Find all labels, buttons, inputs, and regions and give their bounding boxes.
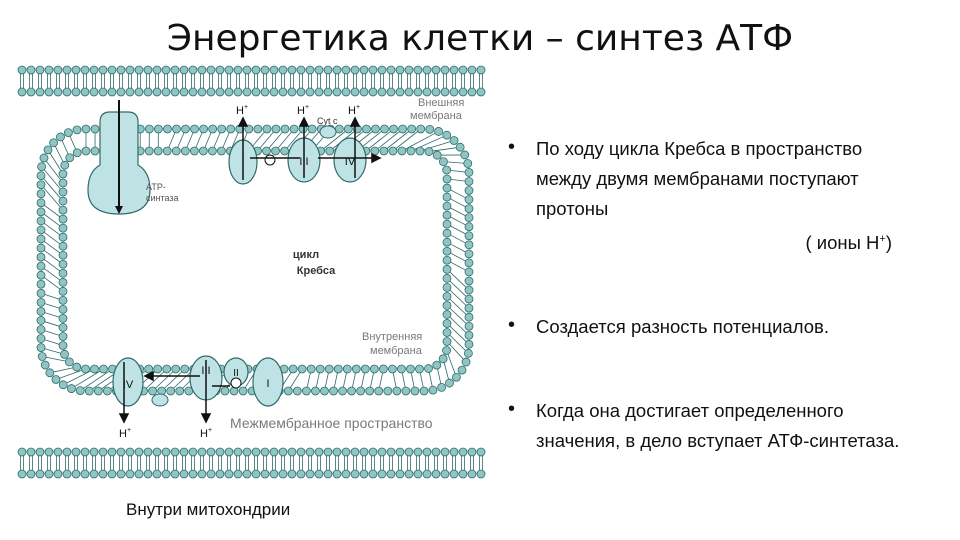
cyt-c-label: Cyt c (317, 116, 338, 126)
caption: Внутри митохондрии (126, 500, 291, 519)
bullet-dot: • (508, 314, 516, 336)
intermembrane-label: Межмембранное пространство (230, 415, 433, 431)
inner-membrane (36, 124, 474, 396)
inner-membrane-label-1: Внутренняя (362, 331, 422, 343)
atp-synthase-label-1: ATP- (146, 182, 166, 192)
proton-arrows-top (237, 116, 382, 180)
bullet-item-1: • По ходу цикла Кребса в пространство ме… (508, 134, 916, 258)
atp-synthase (87, 100, 151, 215)
cyt-c-top (319, 125, 337, 139)
proton-bottom-1: H+ (119, 427, 131, 440)
proton-top-3: H+ (348, 104, 360, 117)
krebs-label-2: Кребса (297, 265, 336, 277)
krebs-label-1: цикл (293, 249, 319, 261)
slide-title: Энергетика клетки – синтез АТФ (166, 18, 794, 59)
proton-top-1: H+ (236, 104, 248, 117)
bullet-text-3: Когда она достигает определенного значен… (536, 400, 900, 451)
bullet-text-2: Создается разность потенциалов. (536, 316, 829, 337)
ubiquinone-top (264, 154, 276, 166)
outer-membrane-top (17, 65, 486, 97)
proton-arrows-bottom (118, 360, 230, 424)
outer-membrane-bottom (17, 447, 486, 479)
bullet-text-1: По ходу цикла Кребса в пространство межд… (536, 138, 863, 219)
complex-I-bottom: I (252, 357, 284, 407)
svg-text:IV: IV (345, 156, 356, 168)
proton-top-2: H+ (297, 104, 309, 117)
outer-membrane-label-2: мембрана (410, 110, 463, 122)
complex-IV-bottom: IV (112, 357, 144, 407)
atp-synthase-label-2: синтаза (146, 193, 179, 203)
bullet-dot: • (508, 398, 516, 420)
cyt-c-bottom (151, 393, 169, 407)
svg-text:II: II (233, 368, 239, 379)
bullet-item-3: • Когда она достигает определенного знач… (508, 396, 916, 456)
svg-text:IV: IV (123, 379, 134, 391)
bullet-item-2: • Создается разность потенциалов. (508, 312, 956, 342)
proton-bottom-2: H+ (200, 427, 212, 440)
outer-membrane-label-1: Внешняя (418, 97, 464, 109)
ubiquinone-bottom (230, 377, 242, 389)
svg-text:I: I (266, 378, 269, 390)
complex-IV-top: IV (333, 137, 367, 183)
ions-note: ( ионы Н+) (805, 232, 892, 254)
bullet-dot: • (508, 136, 516, 158)
inner-membrane-label-2: мембрана (370, 345, 423, 357)
